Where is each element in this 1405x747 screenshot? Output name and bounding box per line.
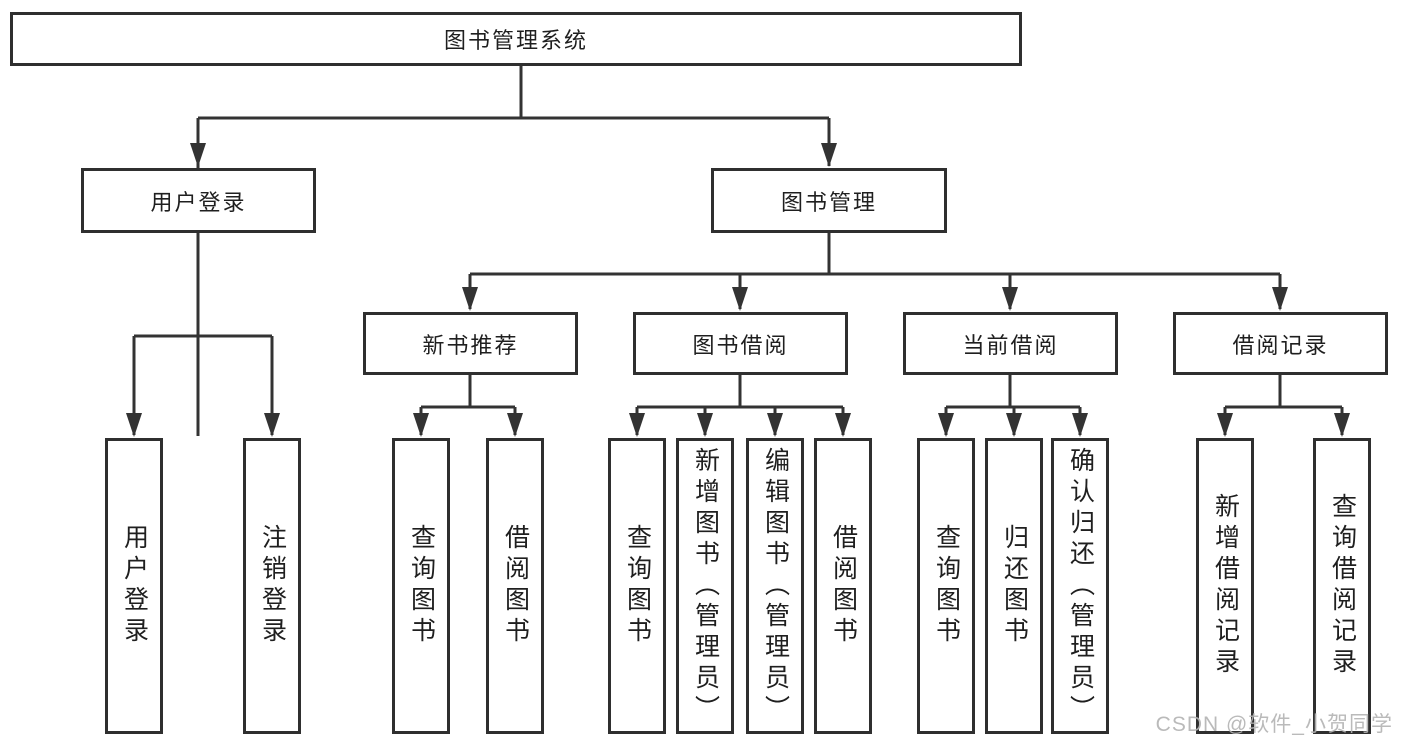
node-new-book-recommendation-label: 新书推荐 — [422, 332, 519, 358]
arrow-down-icon — [462, 287, 478, 311]
node-current-borrowing: 当前借阅 — [903, 312, 1118, 375]
connector-borrow-record-children — [1223, 375, 1344, 435]
arrow-down-icon — [507, 413, 523, 437]
node-leaf-add-book: 新增图书（管理员） — [676, 438, 734, 734]
node-book-management: 图书管理 — [711, 168, 947, 233]
connector-book-borrow-children — [635, 375, 845, 435]
arrow-down-icon — [767, 413, 783, 437]
node-leaf-edit-book: 编辑图书（管理员） — [746, 438, 804, 734]
csdn-watermark: CSDN @软件_小贺同学 — [1155, 713, 1393, 736]
node-leaf-confirm-return: 确认归还（管理员） — [1051, 438, 1109, 734]
connector-new-book-rec-children — [419, 375, 517, 435]
node-borrowing-record: 借阅记录 — [1173, 312, 1388, 375]
node-leaf-user-login-label: 用户登录 — [120, 524, 149, 648]
arrow-down-icon — [1334, 413, 1350, 437]
arrowheads — [126, 143, 1350, 437]
node-leaf-query-book-1: 查询图书 — [392, 438, 450, 734]
node-leaf-logout: 注销登录 — [243, 438, 301, 734]
node-leaf-borrow-book-2-label: 借阅图书 — [829, 524, 858, 648]
node-leaf-query-book-2: 查询图书 — [608, 438, 666, 734]
arrow-down-icon — [190, 143, 206, 167]
arrow-down-icon — [835, 413, 851, 437]
arrow-down-icon — [126, 413, 142, 437]
node-leaf-edit-book-label: 编辑图书（管理员） — [761, 446, 790, 726]
connector-user-login-children — [132, 233, 274, 435]
arrow-down-icon — [1006, 413, 1022, 437]
arrow-down-icon — [1272, 287, 1288, 311]
node-leaf-query-borrow-record-label: 查询借阅记录 — [1328, 493, 1357, 679]
node-current-borrowing-label: 当前借阅 — [962, 332, 1059, 358]
node-leaf-add-borrow-record: 新增借阅记录 — [1196, 438, 1254, 734]
node-leaf-add-borrow-record-label: 新增借阅记录 — [1211, 493, 1240, 679]
node-user-login-label: 用户登录 — [150, 189, 247, 215]
node-leaf-query-book-1-label: 查询图书 — [407, 524, 436, 648]
node-leaf-query-borrow-record: 查询借阅记录 — [1313, 438, 1371, 734]
node-leaf-return-book-label: 归还图书 — [1000, 524, 1029, 648]
arrow-down-icon — [1072, 413, 1088, 437]
node-leaf-confirm-return-label: 确认归还（管理员） — [1066, 446, 1095, 726]
connector-root-split — [196, 66, 831, 165]
arrow-down-icon — [1002, 287, 1018, 311]
node-new-book-recommendation: 新书推荐 — [363, 312, 578, 375]
node-root: 图书管理系统 — [10, 12, 1022, 66]
arrow-down-icon — [629, 413, 645, 437]
node-leaf-query-book-2-label: 查询图书 — [623, 524, 652, 648]
node-leaf-return-book: 归还图书 — [985, 438, 1043, 734]
node-leaf-borrow-book-1: 借阅图书 — [486, 438, 544, 734]
node-book-borrowing-label: 图书借阅 — [692, 332, 789, 358]
node-leaf-user-login: 用户登录 — [105, 438, 163, 734]
node-leaf-borrow-book-2: 借阅图书 — [814, 438, 872, 734]
arrow-down-icon — [697, 413, 713, 437]
arrow-down-icon — [938, 413, 954, 437]
connector-root-to-level2 — [196, 66, 831, 436]
node-leaf-query-book-3-label: 查询图书 — [932, 524, 961, 648]
node-leaf-borrow-book-1-label: 借阅图书 — [501, 524, 530, 648]
node-user-login: 用户登录 — [81, 168, 316, 233]
node-leaf-add-book-label: 新增图书（管理员） — [691, 446, 720, 726]
node-book-borrowing: 图书借阅 — [633, 312, 848, 375]
arrow-down-icon — [1217, 413, 1233, 437]
node-book-management-label: 图书管理 — [780, 189, 877, 215]
arrow-down-icon — [264, 413, 280, 437]
connector-book-mgmt-children — [468, 233, 1282, 309]
node-leaf-query-book-3: 查询图书 — [917, 438, 975, 734]
arrow-down-icon — [821, 143, 837, 167]
node-borrowing-record-label: 借阅记录 — [1232, 332, 1329, 358]
node-root-label: 图书管理系统 — [443, 28, 588, 53]
arrow-down-icon — [732, 287, 748, 311]
arrow-down-icon — [413, 413, 429, 437]
node-leaf-logout-label: 注销登录 — [258, 524, 287, 648]
